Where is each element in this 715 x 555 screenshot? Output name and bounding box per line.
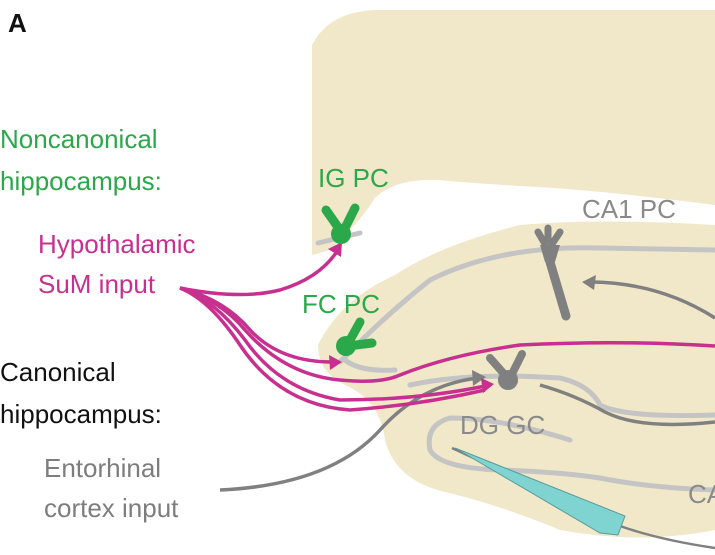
sum-arrowhead-fc <box>329 355 342 370</box>
fc-pc-label: FC PC <box>302 289 380 319</box>
fc-pc-neuron <box>336 317 377 356</box>
ca-partial-label: CA <box>688 479 715 509</box>
canonical-label-line1: Canonical <box>0 357 116 387</box>
ig-pc-label: IG PC <box>318 163 389 193</box>
ca1-input-axon <box>591 280 715 320</box>
ca1-input-arrowhead <box>582 275 596 290</box>
hypothalamic-label-line2: SuM input <box>38 269 156 299</box>
ca1-pc-label: CA1 PC <box>582 194 676 224</box>
dg-gc-label: DG GC <box>460 410 545 440</box>
entorhinal-label-line2: cortex input <box>44 493 179 523</box>
noncanonical-label-line2: hippocampus: <box>0 166 162 196</box>
entorhinal-label-line1: Entorhinal <box>44 453 161 483</box>
panel-letter: A <box>8 8 27 38</box>
dg-input-axon <box>539 383 715 427</box>
sum-axons <box>179 249 715 412</box>
sum-arrowhead-ig <box>328 242 342 257</box>
entorhinal-axon <box>219 376 479 492</box>
ig-pc-neuron <box>321 203 360 244</box>
dg-gc-neuron <box>486 350 526 390</box>
dg-upper-blade <box>407 373 715 419</box>
dg-lower-blade <box>426 415 715 493</box>
hypothalamic-label-line1: Hypothalamic <box>38 229 196 259</box>
electrode-pipette <box>454 447 626 536</box>
entorhinal-arrowhead <box>472 370 486 386</box>
noncanonical-label-line1: Noncanonical <box>0 124 158 154</box>
sum-arrowhead-dg <box>481 378 494 393</box>
fc-layer-line <box>342 357 398 373</box>
ca1-pc-neuron <box>534 224 571 321</box>
upper-tissue-band <box>312 10 715 255</box>
canonical-label-line2: hippocampus: <box>0 399 162 429</box>
